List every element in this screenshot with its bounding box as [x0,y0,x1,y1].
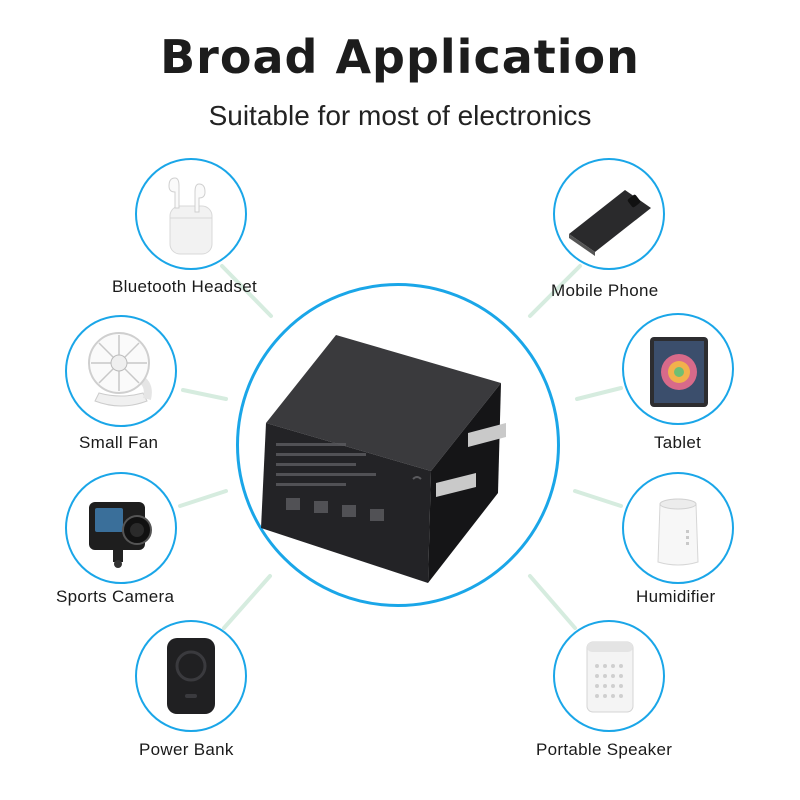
mobile-phone-circle [553,158,665,270]
phone-icon [569,190,651,256]
portable-speaker-label: Portable Speaker [536,740,673,759]
small-fan-label: Small Fan [79,433,159,452]
action-camera-icon [89,502,152,568]
page-title: Broad Application [160,30,640,84]
power-bank-circle [135,620,247,732]
page-subtitle: Suitable for most of electronics [208,100,592,131]
power-bank-label: Power Bank [139,740,234,759]
mobile-phone-label: Mobile Phone [551,281,659,300]
portable-speaker-circle [553,620,665,732]
humidifier-icon [657,498,699,566]
tablet-label: Tablet [654,433,702,452]
bluetooth-headset-label: Bluetooth Headset [112,277,257,296]
bluetooth-headset-circle [135,158,247,270]
speaker-icon [586,641,634,713]
sports-camera-circle [65,472,177,584]
power-adapter-image [261,335,506,583]
tablet-circle [622,313,734,425]
humidifier-circle [622,472,734,584]
small-fan-circle [65,315,177,427]
power-bank-icon [167,638,215,714]
fan-icon [88,332,152,407]
humidifier-label: Humidifier [636,587,716,606]
tablet-icon [650,337,708,407]
sports-camera-label: Sports Camera [56,587,175,606]
earbuds-icon [168,177,213,255]
